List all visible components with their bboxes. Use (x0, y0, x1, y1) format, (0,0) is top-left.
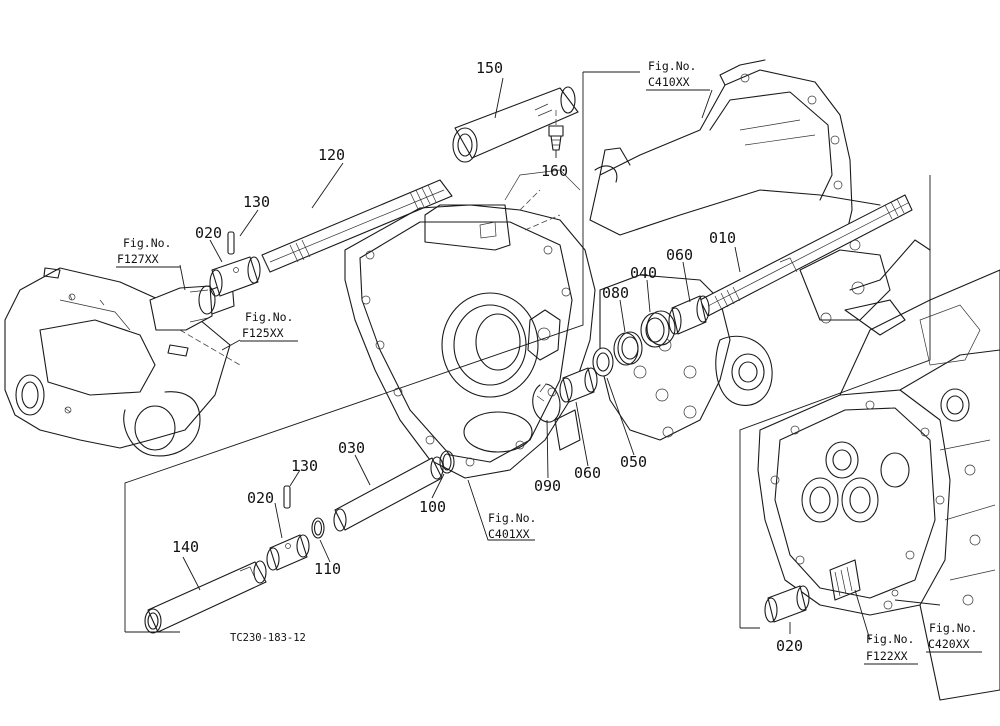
sleeve-020-upper (209, 256, 261, 297)
figure-references: Fig.No. C410XX Fig.No. F127XX Fig.No. F1… (116, 59, 982, 665)
pin-130-upper (227, 231, 235, 255)
section-frame-lines (124, 71, 931, 633)
clutch-housing-drawing (344, 169, 596, 479)
label-080: 080 (602, 284, 629, 302)
label-110: 110 (314, 560, 341, 578)
shaft-010 (699, 194, 913, 317)
fig-ref-c401: C401XX (488, 527, 530, 541)
part-labels: 150 120 130 020 160 010 060 040 080 050 … (172, 59, 803, 655)
fig-ref-f125: F125XX (242, 326, 284, 340)
transmission-case-drawing (589, 59, 931, 441)
label-100: 100 (419, 498, 446, 516)
front-housing-drawing (4, 267, 241, 457)
fig-ref-c410: C410XX (648, 75, 690, 89)
tube-140 (144, 560, 267, 634)
label-090: 090 (534, 477, 561, 495)
fig-label-f127: Fig.No. (123, 236, 171, 250)
label-020-right: 020 (776, 637, 803, 655)
snap-ring-090 (532, 383, 561, 423)
bushing-060-right (668, 295, 710, 335)
label-130-upper: 130 (243, 193, 270, 211)
label-130-lower: 130 (291, 457, 318, 475)
tube-030 (333, 456, 444, 532)
leader-lines (179, 77, 941, 641)
fig-label-c410: Fig.No. (648, 59, 696, 73)
label-120: 120 (318, 146, 345, 164)
shaft-120 (261, 179, 453, 273)
label-160: 160 (541, 162, 568, 180)
fig-label-c401: Fig.No. (488, 511, 536, 525)
pin-130-lower (283, 485, 291, 509)
label-150: 150 (476, 59, 503, 77)
bushing-060-left (559, 367, 598, 403)
fig-ref-f122: F122XX (866, 649, 908, 663)
label-060-right: 060 (666, 246, 693, 264)
fig-label-c420: Fig.No. (929, 621, 977, 635)
label-010: 010 (709, 229, 736, 247)
grease-fitting-160 (548, 110, 564, 151)
rear-housing-drawing (757, 269, 1000, 701)
label-020-lower: 020 (247, 489, 274, 507)
fig-label-f122: Fig.No. (866, 632, 914, 646)
fig-ref-f127: F127XX (117, 252, 159, 266)
seal-080 (613, 331, 643, 366)
ring-050 (592, 347, 614, 377)
label-140: 140 (172, 538, 199, 556)
o-ring-110 (311, 517, 325, 539)
sleeve-020-lower (266, 534, 310, 571)
sleeve-020-right (764, 585, 810, 623)
drawing-code: TC230-183-12 (230, 632, 306, 644)
label-040: 040 (630, 264, 657, 282)
bearing-040 (640, 310, 676, 348)
label-030: 030 (338, 439, 365, 457)
label-060-left: 060 (574, 464, 601, 482)
label-050: 050 (620, 453, 647, 471)
tube-150 (452, 86, 579, 163)
coupling-drawing (149, 281, 235, 331)
fig-ref-c420: C420XX (928, 637, 970, 651)
label-020-upper: 020 (195, 224, 222, 242)
o-ring-100 (439, 450, 455, 474)
fig-label-f125: Fig.No. (245, 310, 293, 324)
